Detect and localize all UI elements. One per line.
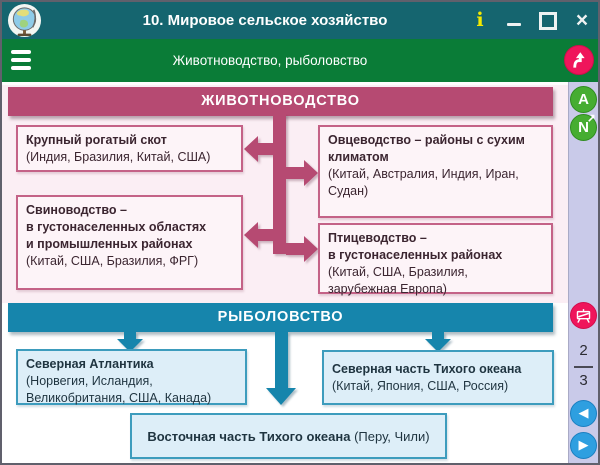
- drawing-board-button[interactable]: [570, 302, 597, 329]
- small-arrow-icon: [588, 114, 595, 122]
- arrow-down-icon: [117, 339, 143, 352]
- arrow-right-icon: [304, 160, 318, 186]
- livestock-header: ЖИВОТНОВОДСТВО: [8, 87, 553, 116]
- arrow-right-icon: [304, 236, 318, 262]
- poultry-box: Птицеводство – в густонаселенных районах…: [318, 223, 553, 296]
- connector-trunk: [273, 114, 286, 254]
- right-triangle-icon: ▶: [578, 438, 589, 453]
- page-title: Животноводство, рыболовство: [172, 53, 368, 68]
- easel-icon: [576, 309, 591, 323]
- total-page-number: 3: [579, 372, 588, 389]
- title-bar: 10. Мировое сельское хозяйство i ×: [2, 2, 598, 39]
- info-button[interactable]: i: [476, 9, 484, 31]
- globe-logo-icon: [7, 3, 42, 38]
- minimize-button[interactable]: [504, 10, 524, 32]
- n-tool-button[interactable]: N: [570, 114, 597, 141]
- close-icon: ×: [575, 9, 589, 32]
- next-page-button[interactable]: ▶: [570, 432, 597, 459]
- hamburger-icon: [11, 50, 31, 54]
- a-tool-button[interactable]: A: [570, 86, 597, 113]
- menu-button[interactable]: [11, 50, 33, 70]
- east-pacific-box: Восточная часть Тихого океана (Перу, Чил…: [130, 413, 447, 459]
- window-title: 10. Мировое сельское хозяйство: [142, 12, 388, 29]
- cattle-box: Крупный рогатый скот (Индия, Бразилия, К…: [16, 125, 243, 172]
- maximize-button[interactable]: [538, 10, 558, 32]
- maximize-icon: [539, 11, 557, 30]
- up-arrow-icon: [572, 51, 585, 68]
- left-triangle-icon: ◀: [578, 406, 589, 421]
- tool-sidebar: A N 2 3 ◀ ▶: [568, 82, 598, 463]
- arrow-down-icon: [425, 339, 451, 352]
- menu-bar: Животноводство, рыболовство: [2, 39, 598, 82]
- fishing-header: РЫБОЛОВСТВО: [8, 303, 553, 332]
- minimize-icon: [507, 23, 521, 26]
- close-button[interactable]: ×: [572, 10, 592, 32]
- pigs-box: Свиноводство – в густонаселенных областя…: [16, 195, 243, 290]
- scroll-up-button[interactable]: [564, 45, 594, 75]
- previous-page-button[interactable]: ◀: [570, 400, 597, 427]
- arrow-left-icon: [244, 136, 258, 162]
- arrow-down-icon: [266, 388, 296, 405]
- north-atlantic-box: Северная Атлантика (Норвегия, Исландия, …: [16, 349, 247, 405]
- current-page-number: 2: [579, 342, 588, 359]
- page-divider: [574, 366, 593, 368]
- north-pacific-box: Северная часть Тихого океана (Китай, Япо…: [322, 350, 554, 405]
- arrow-left-icon: [244, 222, 258, 248]
- sheep-box: Овцеводство – районы с сухим климатом (К…: [318, 125, 553, 218]
